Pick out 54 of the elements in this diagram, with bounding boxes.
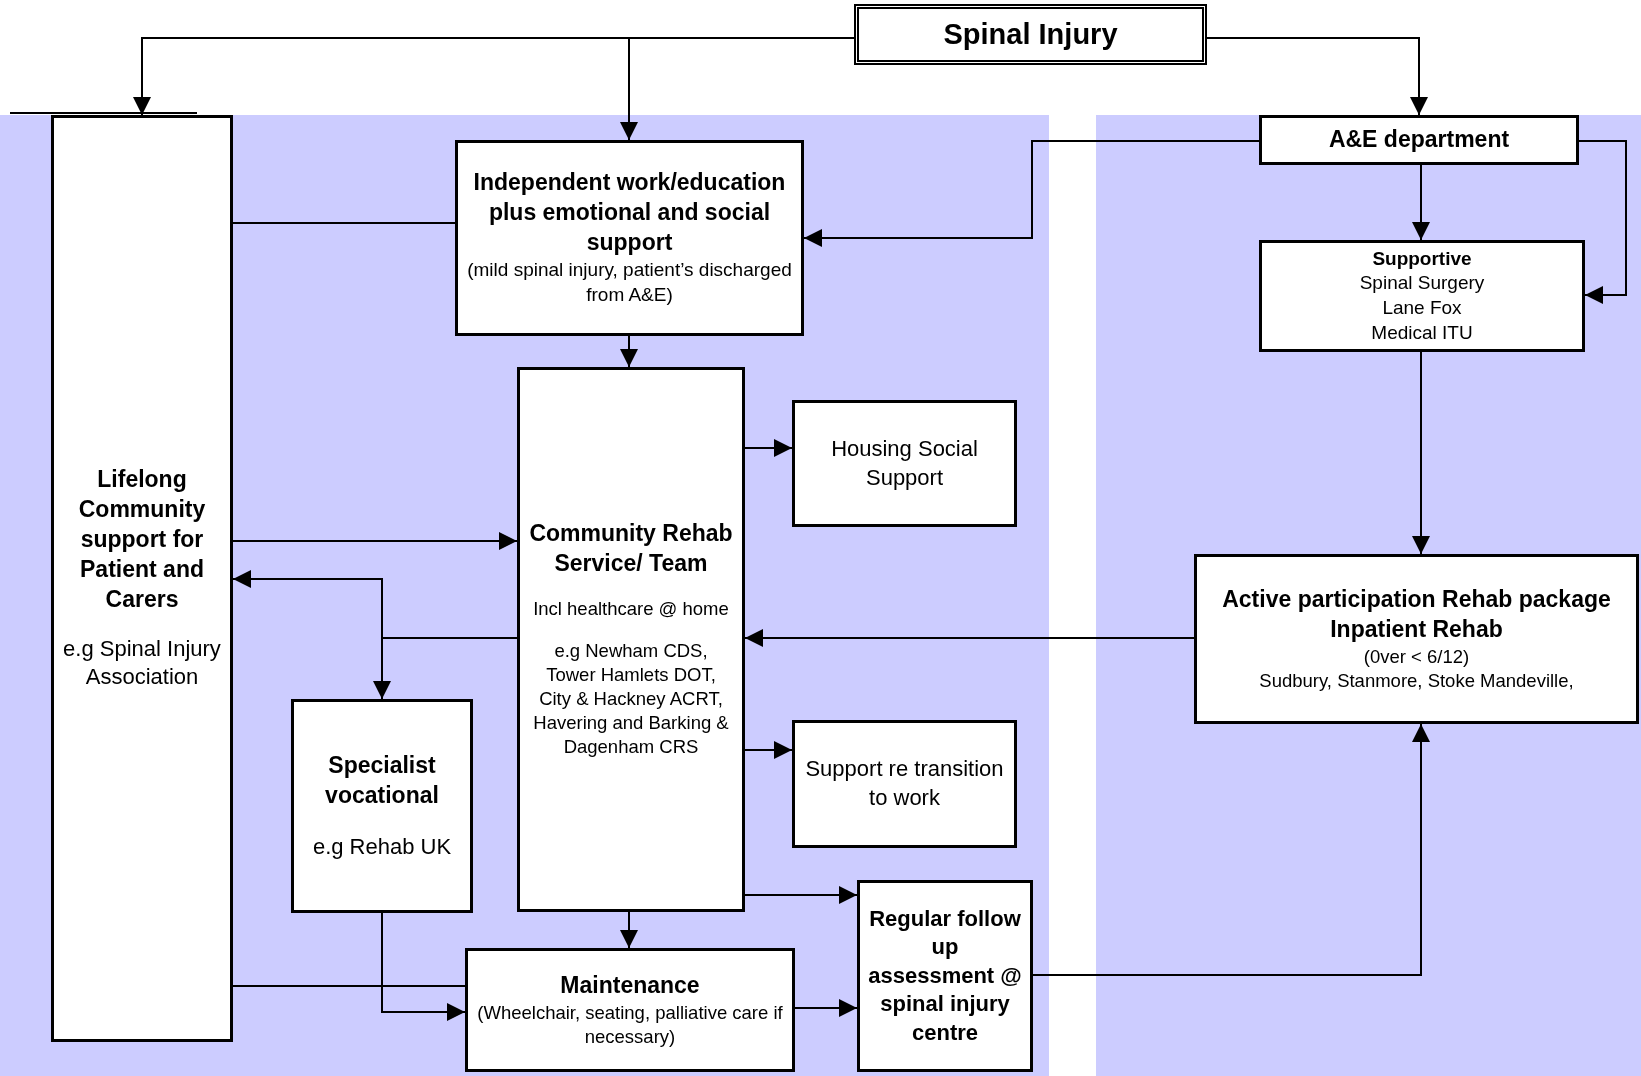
box-text: Housing Social Support <box>830 434 979 492</box>
process-box <box>1259 115 1579 165</box>
box-heading: Lifelong Community support for Patient and Carers <box>77 465 207 614</box>
process-box <box>857 880 1033 1072</box>
arrow <box>1412 351 1430 555</box>
arrow <box>373 637 518 700</box>
box-text: e.g Rehab UK <box>312 832 452 861</box>
process-box <box>792 720 1017 848</box>
box-text: A&E department <box>1328 125 1510 155</box>
box-text: Medical ITU <box>1371 320 1473 345</box>
arrow <box>1578 140 1627 304</box>
arrow <box>744 629 1195 647</box>
arrow <box>744 886 858 904</box>
arrow <box>620 335 638 368</box>
box-text: Regular follow up assessment @ spinal injury centre <box>868 904 1022 1047</box>
box-text: Lane Fox <box>1382 296 1462 320</box>
arrow <box>744 741 793 759</box>
process-box <box>1194 554 1639 724</box>
box-heading: Maintenance <box>560 971 700 1000</box>
title-box <box>854 4 1207 65</box>
process-box <box>465 948 795 1072</box>
arrow <box>1412 164 1430 241</box>
arrow <box>1206 37 1428 116</box>
box-heading: Specialist vocational <box>324 750 440 810</box>
connector-line <box>232 222 456 224</box>
process-box <box>455 140 804 336</box>
process-box <box>1259 240 1585 352</box>
arrow <box>232 532 518 550</box>
process-box <box>51 115 233 1042</box>
arrow <box>744 439 793 457</box>
box-text: e.g Spinal Injury Association <box>62 634 222 692</box>
box-text: Spinal Injury <box>943 16 1118 52</box>
box-text: (Wheelchair, seating, palliative care if necessary) <box>476 1000 784 1049</box>
box-text: Sudbury, Stanmore, Stoke Mandeville, <box>1259 668 1574 693</box>
box-heading: Supportive <box>1372 246 1472 271</box>
box-heading: Community Rehab Service/ Team <box>528 519 734 579</box>
box-text: Spinal Surgery <box>1359 271 1485 296</box>
arrow <box>803 140 1260 247</box>
arrow <box>620 911 638 949</box>
arrow <box>620 37 855 141</box>
process-box <box>291 699 473 913</box>
process-box <box>517 367 745 912</box>
arrow <box>794 999 858 1017</box>
box-text: Support re transition to work <box>804 755 1005 812</box>
box-text: e.g Newham CDS, Tower Hamlets DOT, City & Hackney ACRT, Havering and Barking & Dagenham CRS <box>532 639 730 760</box>
arrow <box>381 912 466 1021</box>
process-box <box>792 400 1017 527</box>
arrow <box>1032 723 1430 976</box>
box-text: (mild spinal injury, patient’s discharged from A&E) <box>466 258 793 307</box>
box-heading: Active participation Rehab package Inpatient Rehab <box>1221 585 1612 644</box>
box-text: (0ver < 6/12) <box>1363 644 1470 669</box>
box-heading: Independent work/education plus emotional and social support <box>472 168 787 258</box>
box-text: Incl healthcare @ home <box>533 597 729 622</box>
connector-line <box>232 985 466 987</box>
